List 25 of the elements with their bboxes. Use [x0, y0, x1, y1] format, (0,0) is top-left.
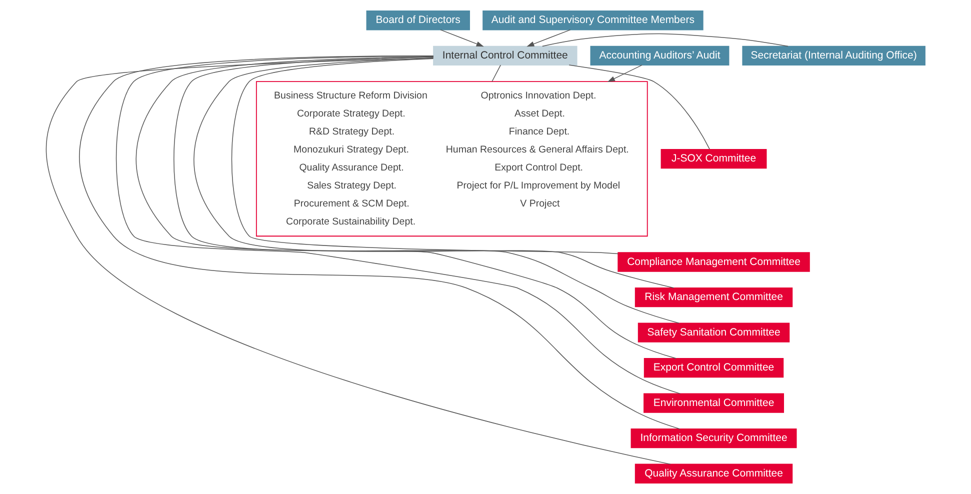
node-box: Environmental Committee: [644, 393, 784, 413]
node-box: Compliance Management Committee: [618, 252, 810, 272]
connector: [492, 64, 501, 82]
node-box: Audit and Supervisory Committee Members: [482, 10, 704, 30]
node-box: Information Security Committee: [630, 428, 797, 448]
connector: [231, 58, 618, 254]
node-box: Accounting Auditors’ Audit: [590, 46, 730, 66]
node-box: Secretariat (Internal Auditing Office): [742, 46, 926, 66]
node-box: Export Control Committee: [644, 358, 784, 378]
connector: [542, 33, 788, 47]
connector: [79, 55, 680, 430]
arrow: [526, 29, 571, 47]
arrow: [607, 64, 642, 82]
node-box: Board of Directors: [366, 10, 470, 30]
node-box: Safety Sanitation Committee: [638, 322, 790, 342]
connector: [194, 58, 674, 288]
connector: [568, 64, 710, 150]
connector: [174, 56, 680, 324]
connector: [46, 58, 671, 465]
node-box: J-SOX Committee: [660, 149, 767, 169]
node-box: Business Structure Reform Division Optronics Innovation Dept. Corporate Strategy Dept. Asset Dept. R&D Strategy Dept. Finance Dept. Monozukuri Strategy Dept. Human Resources & General Affairs Dept. Quality Assurance Dept. Export Control Dept. Sales Strategy Dept. Project for P/L Improvement by Model Procurement & SCM Dept. V Project Corporate Sustainability Dept.: [256, 81, 648, 237]
node-box: Internal Control Committee: [433, 46, 578, 66]
node-box: Risk Management Committee: [634, 287, 793, 308]
node-box: Quality Assurance Committee: [634, 464, 793, 484]
arrow: [440, 29, 484, 47]
